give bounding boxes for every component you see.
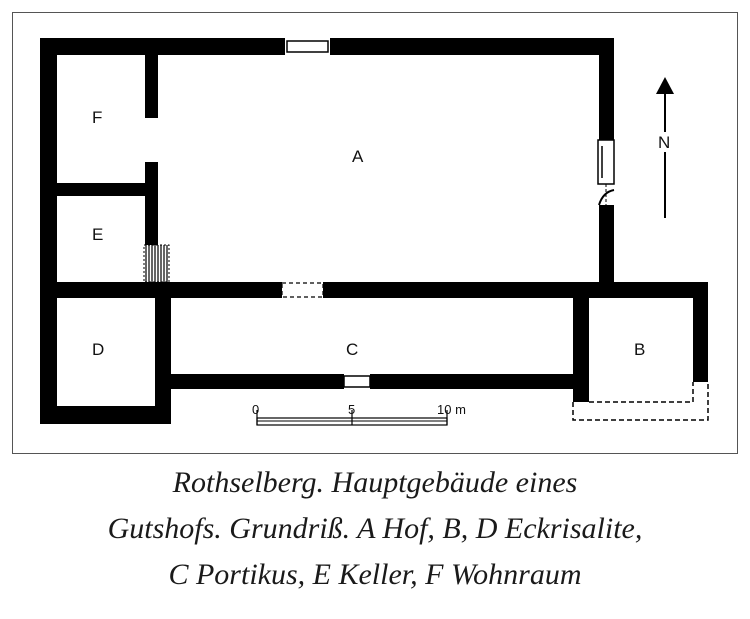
east-door: [597, 139, 615, 185]
north-label: N: [658, 133, 670, 152]
stair-outline: [143, 244, 170, 283]
room-label-a: A: [352, 147, 364, 166]
walls: [40, 38, 708, 424]
east-wall-lower: [599, 205, 614, 283]
east-wall-upper: [599, 38, 614, 140]
c-south-opening: [343, 375, 371, 388]
caption-line-3: C Portikus, E Keller, F Wohnraum: [168, 558, 582, 591]
west-wall: [40, 38, 57, 424]
scale-label-5: 5: [348, 402, 355, 417]
figure-caption: Rothselberg. Hauptgebäude eines Gutshofs…: [0, 460, 750, 598]
east-door-curve: [598, 189, 615, 206]
scale-label-0: 0: [252, 402, 259, 417]
b-sw-corner: [573, 399, 589, 402]
room-label-e: E: [92, 225, 103, 244]
scale-label-10: 10 m: [437, 402, 466, 417]
caption-line-1: Rothselberg. Hauptgebäude eines: [172, 466, 578, 499]
north-wall-west: [40, 38, 285, 55]
room-label-b: B: [634, 340, 645, 359]
c-south-wall-west: [171, 374, 344, 389]
north-arrow-head: [656, 77, 674, 94]
cross-wall-east: [323, 282, 708, 298]
b-east-wall: [693, 282, 708, 382]
inner-wall-f-upper: [145, 55, 158, 118]
b-dashed-walls: [572, 382, 709, 421]
north-wall-east: [330, 38, 614, 55]
b-west-wall: [573, 298, 589, 402]
floor-plan: A B C D E F N 0 5 10 m: [40, 38, 709, 426]
caption-line-2: Gutshofs. Grundriß. A Hof, B, D Eckrisal…: [107, 512, 643, 545]
d-east-wall: [155, 298, 171, 424]
d-south-wall: [40, 406, 171, 424]
room-label-f: F: [92, 108, 102, 127]
room-label-d: D: [92, 340, 104, 359]
room-label-c: C: [346, 340, 358, 359]
stair-hatch: [145, 245, 168, 282]
cross-wall-west: [40, 282, 282, 298]
north-window: [286, 40, 329, 53]
wall-f-e: [57, 183, 158, 196]
ac-doorway: [281, 282, 324, 298]
scale-bar: 0 5 10 m: [252, 402, 466, 426]
inner-wall-f-lower: [145, 162, 158, 245]
c-south-wall-east: [370, 374, 588, 389]
